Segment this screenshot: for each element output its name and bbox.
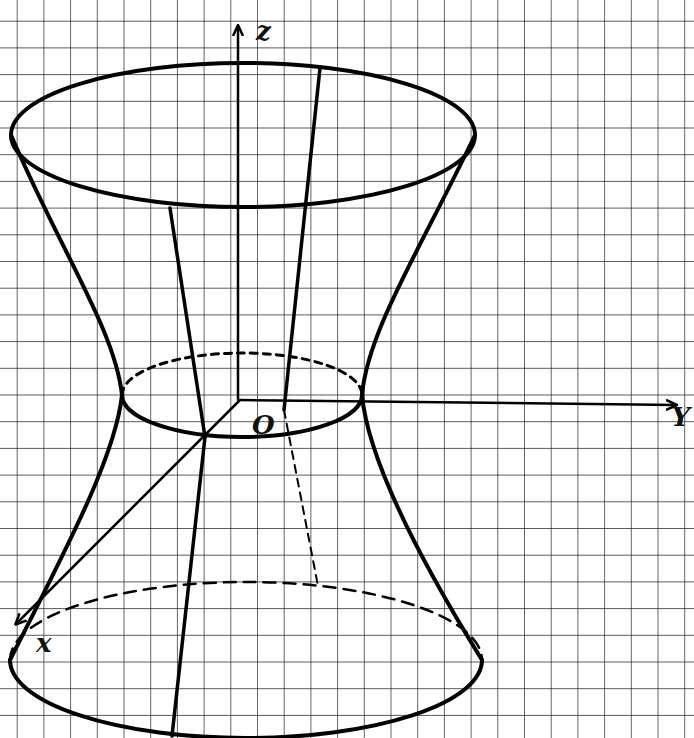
top-ellipse <box>11 63 475 207</box>
left-profile <box>10 135 122 660</box>
generator-line <box>284 68 320 410</box>
axis-label: z <box>256 18 271 44</box>
right-profile <box>362 135 482 660</box>
origin-label: O <box>252 412 275 438</box>
y-axis <box>240 400 676 405</box>
generator-line <box>170 208 205 437</box>
axis-label: Y <box>671 404 690 430</box>
bottom-ellipse-back <box>10 582 482 660</box>
axis-label: x <box>36 630 52 656</box>
z-axis <box>237 26 240 400</box>
middle-ellipse-front <box>122 395 362 437</box>
middle-ellipse-back <box>122 353 362 395</box>
generator-line <box>172 437 205 736</box>
bottom-ellipse-front <box>10 660 482 738</box>
generator-line-hidden <box>284 410 318 586</box>
